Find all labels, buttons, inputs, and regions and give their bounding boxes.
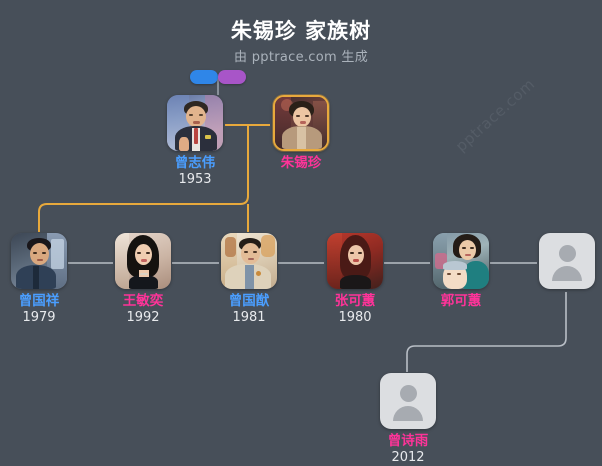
page-subtitle: 由 pptrace.com 生成 xyxy=(233,50,369,65)
person-node-zhu-xizhen[interactable]: 朱锡珍 xyxy=(271,95,331,172)
person-year-zeng-guoxiang: 1979 xyxy=(22,310,56,325)
person-photo-guo-kehui[interactable] xyxy=(433,233,489,289)
collapsed-ancestor-father[interactable] xyxy=(190,70,218,84)
person-node-zeng-zhiwei[interactable]: 曾志伟 1953 xyxy=(165,95,225,188)
person-placeholder-icon xyxy=(539,233,595,289)
person-photo-zeng-guoxiang[interactable] xyxy=(11,233,67,289)
person-node-unknown-spouse[interactable] xyxy=(537,233,597,293)
collapsed-ancestor-mother[interactable] xyxy=(218,70,246,84)
person-photo-zhang-kehui[interactable] xyxy=(327,233,383,289)
person-node-guo-kehui[interactable]: 郭可蕙 xyxy=(431,233,491,310)
person-avatar-placeholder-zeng-shiyu[interactable] xyxy=(380,373,436,429)
person-node-wang-minyi[interactable]: 王敏奕 1992 xyxy=(113,233,173,326)
person-year-zeng-guoyou: 1981 xyxy=(232,310,266,325)
person-name-zeng-guoxiang: 曾国祥 xyxy=(18,293,60,309)
person-name-zhang-kehui: 张可蕙 xyxy=(334,293,376,309)
watermark: pptrace.com xyxy=(452,75,539,156)
person-node-zeng-guoyou[interactable]: 曾国猷 1981 xyxy=(219,233,279,326)
person-name-wang-minyi: 王敏奕 xyxy=(122,293,164,309)
page-title: 朱锡珍 家族树 xyxy=(230,19,372,43)
person-name-unknown-spouse xyxy=(537,289,597,293)
person-photo-zhu-xizhen[interactable] xyxy=(273,95,329,151)
person-year-zeng-shiyu: 2012 xyxy=(391,450,425,465)
person-year-zeng-zhiwei: 1953 xyxy=(178,172,212,187)
person-photo-zeng-zhiwei[interactable] xyxy=(167,95,223,151)
person-photo-wang-minyi[interactable] xyxy=(115,233,171,289)
person-node-zeng-shiyu[interactable]: 曾诗雨 2012 xyxy=(378,373,438,466)
person-name-zeng-guoyou: 曾国猷 xyxy=(228,293,270,309)
person-photo-zeng-guoyou[interactable] xyxy=(221,233,277,289)
person-year-wang-minyi: 1992 xyxy=(126,310,160,325)
person-name-zeng-zhiwei: 曾志伟 xyxy=(174,155,216,171)
person-placeholder-icon xyxy=(380,373,436,429)
person-node-zhang-kehui[interactable]: 张可蕙 1980 xyxy=(325,233,385,326)
person-name-zeng-shiyu: 曾诗雨 xyxy=(387,433,429,449)
person-name-zhu-xizhen: 朱锡珍 xyxy=(280,155,322,171)
person-avatar-placeholder-unknown-spouse[interactable] xyxy=(539,233,595,289)
chart-header: 朱锡珍 家族树 由 pptrace.com 生成 xyxy=(0,0,602,66)
person-year-zhang-kehui: 1980 xyxy=(338,310,372,325)
person-name-guo-kehui: 郭可蕙 xyxy=(440,293,482,309)
person-node-zeng-guoxiang[interactable]: 曾国祥 1979 xyxy=(9,233,69,326)
